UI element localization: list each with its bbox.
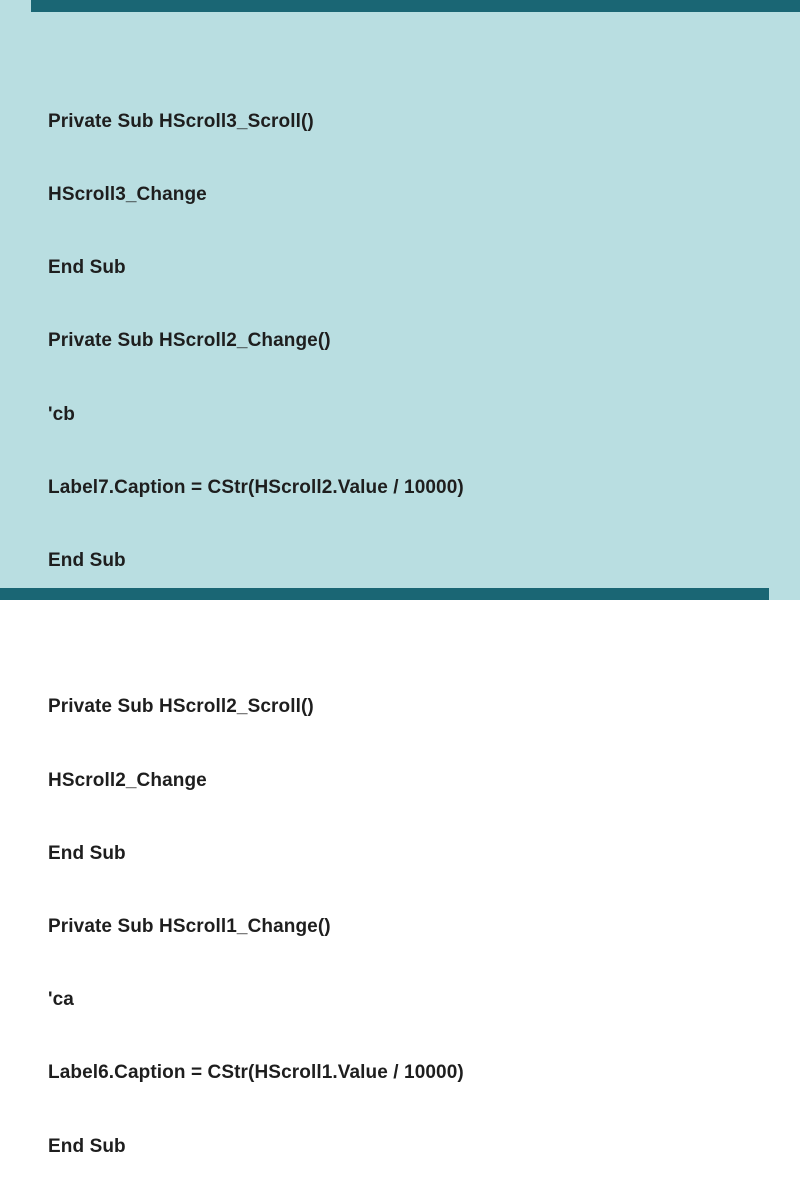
code-line: 'ca bbox=[48, 989, 74, 1011]
code-line: 'cb bbox=[48, 403, 75, 425]
code-line: End Sub bbox=[48, 1135, 126, 1157]
code-line: Private Sub HScroll2_Change() bbox=[48, 330, 331, 352]
code-line: Label7.Caption = CStr(HScroll2.Value / 1… bbox=[48, 476, 464, 498]
slide: Private Sub HScroll3_Scroll() HScroll3_C… bbox=[0, 0, 800, 1157]
code-line: Private Sub HScroll3_Scroll() bbox=[48, 110, 314, 132]
code-line: End Sub bbox=[48, 550, 126, 572]
top-accent-bar bbox=[31, 0, 800, 12]
code-line: End Sub bbox=[48, 842, 126, 864]
code-line: HScroll3_Change bbox=[48, 184, 207, 206]
code-line-blank bbox=[48, 622, 464, 646]
code-line: Label6.Caption = CStr(HScroll1.Value / 1… bbox=[48, 1062, 464, 1084]
code-line: Private Sub HScroll1_Change() bbox=[48, 916, 331, 938]
code-line: HScroll2_Change bbox=[48, 769, 207, 791]
code-block: Private Sub HScroll3_Scroll() HScroll3_C… bbox=[48, 61, 464, 1200]
bottom-accent-bar bbox=[0, 588, 769, 600]
code-line: Private Sub HScroll2_Scroll() bbox=[48, 696, 314, 718]
code-line: End Sub bbox=[48, 257, 126, 279]
